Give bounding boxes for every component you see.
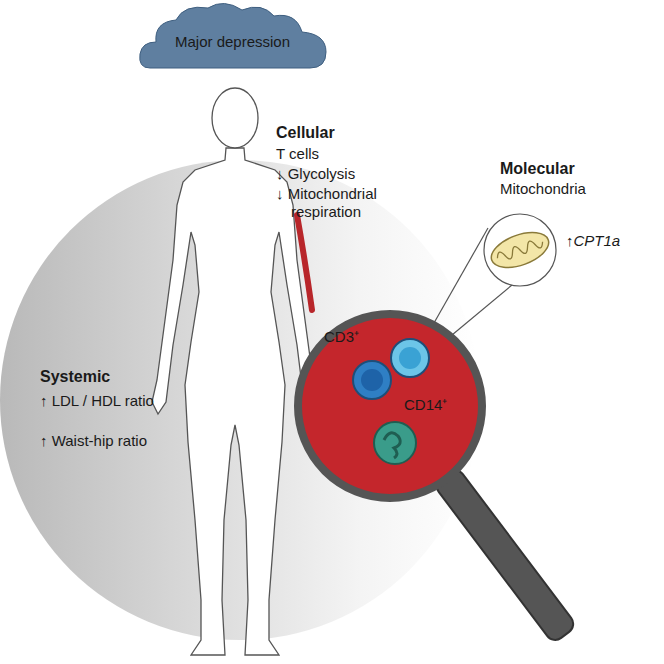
t-cell bbox=[391, 339, 429, 377]
annotation: ↑ LDL / HDL ratio bbox=[40, 392, 165, 410]
monocyte-nucleus bbox=[384, 433, 400, 458]
mitochondrion-icon bbox=[487, 226, 554, 275]
cell-label: CD3⁺ bbox=[324, 328, 359, 346]
cell-label: CD14⁺ bbox=[404, 396, 447, 414]
zoom-line bbox=[446, 285, 512, 340]
zoom-line bbox=[430, 228, 488, 330]
lens-shape bbox=[292, 308, 488, 504]
blood-vessel bbox=[297, 215, 312, 310]
t-cell-nucleus bbox=[399, 347, 421, 369]
section-heading: Systemic bbox=[40, 368, 110, 386]
annotation: ↓ Mitochondrial respiration bbox=[276, 185, 416, 221]
magnifier-handle bbox=[433, 466, 577, 644]
cloud-label: Major depression bbox=[175, 33, 290, 51]
annotation: ↑CPT1a bbox=[566, 232, 620, 250]
annotation: ↑ Waist-hip ratio bbox=[40, 432, 165, 450]
annotation: ↓ Glycolysis bbox=[276, 165, 355, 183]
annotation: Mitochondria bbox=[500, 180, 586, 198]
section-heading: Molecular bbox=[500, 160, 575, 178]
magnifier-lens: CD3⁺ CD14⁺ bbox=[292, 308, 488, 504]
monocyte bbox=[374, 422, 416, 464]
body-silhouette bbox=[152, 148, 318, 655]
zoom-circle bbox=[484, 214, 556, 286]
t-cell-nucleus bbox=[361, 369, 383, 391]
section-heading: Cellular bbox=[276, 124, 335, 142]
head bbox=[212, 88, 258, 148]
t-cell bbox=[353, 361, 391, 399]
annotation: T cells bbox=[276, 145, 319, 163]
cloud-node: Major depression bbox=[138, 2, 328, 70]
cloud-outline bbox=[140, 3, 326, 68]
lens-outline bbox=[298, 314, 482, 498]
